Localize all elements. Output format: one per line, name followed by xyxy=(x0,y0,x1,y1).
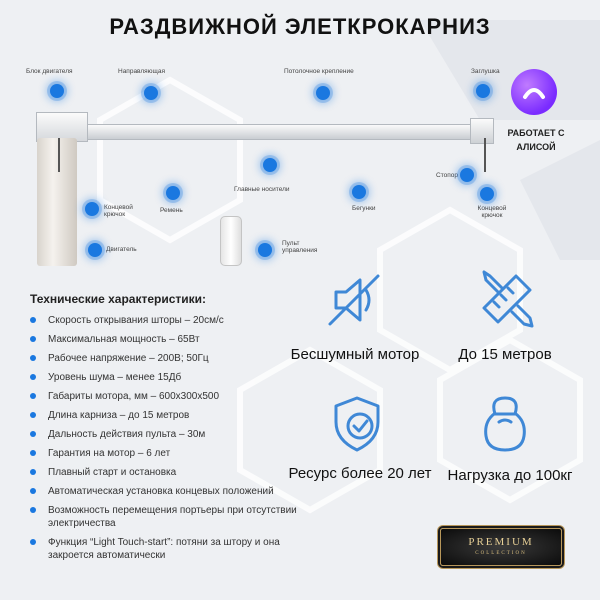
premium-main-text: PREMIUM xyxy=(468,536,534,548)
end-hook-left xyxy=(58,138,60,172)
marker-main-carriers xyxy=(263,158,277,172)
label-motor-block: Блок двигателя xyxy=(26,68,73,75)
marker-remote xyxy=(258,243,272,257)
spec-item: Плавный старт и остановка xyxy=(30,466,310,479)
bullet-icon xyxy=(30,336,36,342)
bullet-icon xyxy=(30,488,36,494)
label-stopper: Стопор xyxy=(436,172,458,179)
spec-item: Рабочее напряжение – 200В; 50Гц xyxy=(30,352,310,365)
cornice-rail xyxy=(40,124,492,140)
feature-length: До 15 метров xyxy=(458,346,552,363)
specs-title: Технические характеристики: xyxy=(30,292,207,306)
marker-motor-block xyxy=(50,84,64,98)
label-ceiling-mount: Потолочное крепление xyxy=(284,68,354,75)
alice-badge-text: РАБОТАЕТ С АЛИСОЙ xyxy=(507,128,565,152)
label-end-hook-left: Концевой крючок xyxy=(104,204,133,218)
kettlebell-weight-icon xyxy=(484,396,526,452)
label-engine: Двигатель xyxy=(106,246,137,253)
label-plug: Заглушка xyxy=(471,68,500,75)
label-belt: Ремень xyxy=(160,207,183,214)
spec-item: Скорость открывания шторы – 20см/с xyxy=(30,314,310,327)
marker-end-hook-left xyxy=(85,202,99,216)
page-title: РАЗДВИЖНОЙ ЭЛЕТКРОКАРНИЗ xyxy=(109,14,491,39)
label-guide: Направляющая xyxy=(118,68,166,75)
spec-item: Максимальная мощность – 65Вт xyxy=(30,333,310,346)
marker-belt xyxy=(166,186,180,200)
spec-item: Дальность действия пульта – 30м xyxy=(30,428,310,441)
spec-item: Уровень шума – менее 15Дб xyxy=(30,371,310,384)
marker-end-hook-right xyxy=(480,187,494,201)
marker-engine xyxy=(88,243,102,257)
end-cap xyxy=(470,118,494,144)
remote-control xyxy=(220,216,242,266)
feature-load: Нагрузка до 100кг xyxy=(447,467,573,484)
label-runners: Бегунки xyxy=(352,205,376,212)
bullet-icon xyxy=(30,507,36,513)
motor-cylinder xyxy=(37,138,77,266)
label-end-hook-right: Концевой крючок xyxy=(477,205,507,219)
bullet-icon xyxy=(30,450,36,456)
mute-speaker-icon xyxy=(328,274,380,326)
bullet-icon xyxy=(30,431,36,437)
spec-item: Габариты мотора, мм – 600х300х500 xyxy=(30,390,310,403)
premium-sub-text: COLLECTION xyxy=(475,551,527,556)
bullet-icon xyxy=(30,539,36,545)
label-main-carriers: Главные носители xyxy=(234,186,290,193)
bullet-icon xyxy=(30,374,36,380)
marker-ceiling-mount xyxy=(316,86,330,100)
end-hook-right xyxy=(484,138,486,172)
spec-item: Длина карниза – до 15 метров xyxy=(30,409,310,422)
premium-collection-badge: PREMIUM COLLECTION xyxy=(440,528,562,566)
bullet-icon xyxy=(30,317,36,323)
marker-stopper xyxy=(460,168,474,182)
bullet-icon xyxy=(30,412,36,418)
motor-block xyxy=(36,112,88,142)
spec-item: Гарантия на мотор – 6 лет xyxy=(30,447,310,460)
specs-list: Скорость открывания шторы – 20см/с Макси… xyxy=(30,314,310,562)
marker-plug xyxy=(476,84,490,98)
bullet-icon xyxy=(30,393,36,399)
marker-guide xyxy=(144,86,158,100)
spec-item: Функция “Light Touch-start”: потяни за ш… xyxy=(30,536,310,562)
spec-item: Автоматическая установка концевых положе… xyxy=(30,485,310,498)
spec-item: Возможность перемещения портьеры при отс… xyxy=(30,504,310,530)
feature-silent-motor: Бесшумный мотор xyxy=(290,346,420,363)
bullet-icon xyxy=(30,355,36,361)
alice-logo-icon xyxy=(511,69,557,115)
feature-resource: Ресурс более 20 лет xyxy=(288,465,432,482)
label-remote: Пульт управления xyxy=(282,240,318,254)
marker-runners xyxy=(352,185,366,199)
ruler-pencil-icon xyxy=(482,270,534,328)
shield-check-icon xyxy=(334,396,380,452)
bullet-icon xyxy=(30,469,36,475)
